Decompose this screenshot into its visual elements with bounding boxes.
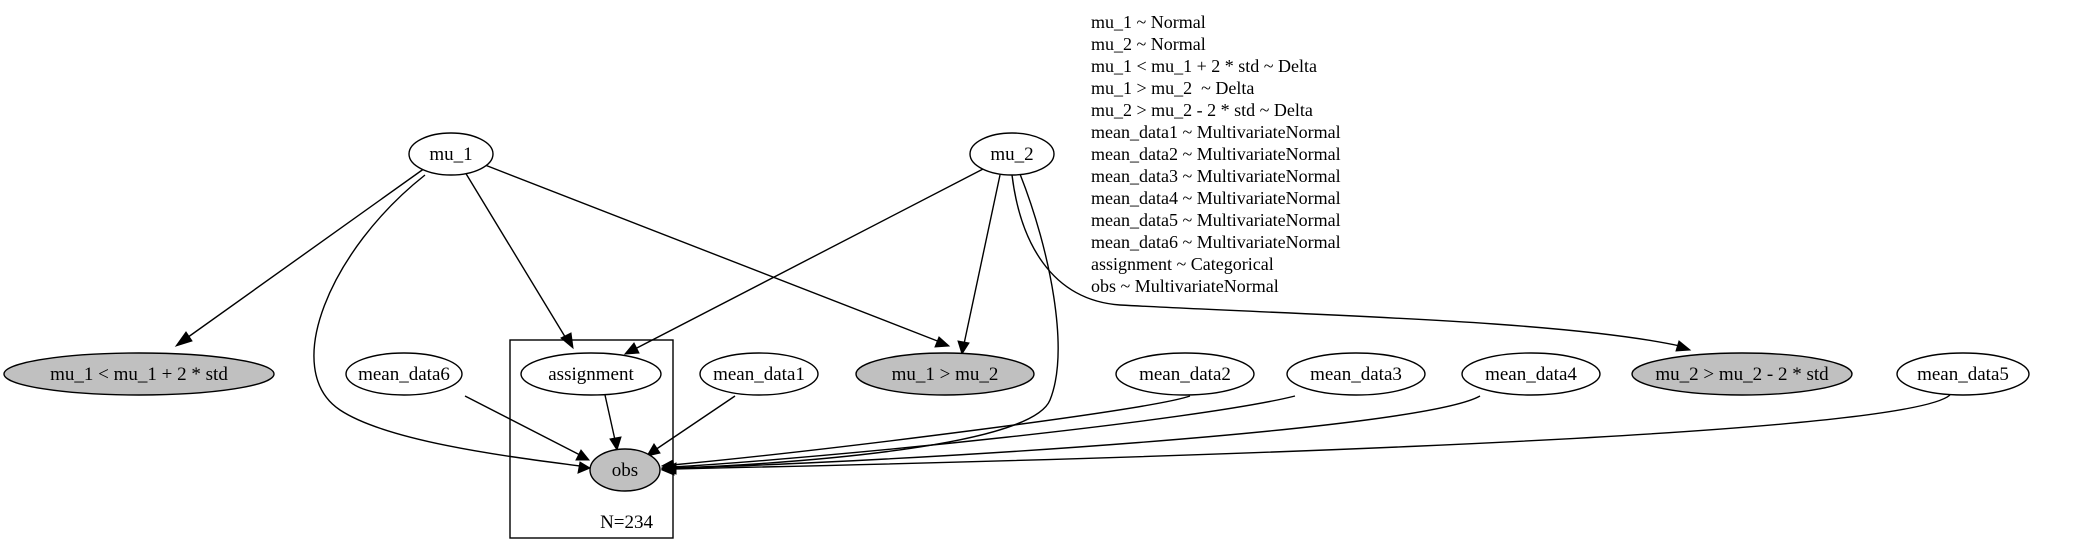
node-assignment[interactable]: assignment — [520, 352, 662, 396]
legend-line: mean_data1 ~ MultivariateNormal — [1091, 122, 1341, 142]
node-obs-shape — [589, 448, 661, 492]
node-mean_data2[interactable]: mean_data2 — [1115, 352, 1255, 396]
node-assignment-shape — [520, 352, 662, 396]
arrowhead — [575, 449, 591, 461]
node-mu_2-gt-label: mu_2 > mu_2 - 2 * std — [1655, 364, 1829, 385]
legend-line: mean_data5 ~ MultivariateNormal — [1091, 210, 1341, 230]
node-mu_1[interactable]: mu_1 — [408, 132, 494, 176]
node-mu_2-shape — [969, 132, 1055, 176]
node-obs-label: obs — [612, 460, 638, 481]
edge-mean_data1-to-obs — [654, 395, 736, 451]
arrowhead — [174, 331, 193, 347]
arrowhead — [645, 443, 661, 457]
arrowhead — [577, 461, 592, 474]
plate-label: N=234 — [600, 512, 653, 533]
arrowhead — [660, 463, 675, 476]
node-mean_data4-shape — [1461, 352, 1601, 396]
edge-mu_2-to-mu1-gt-mu2 — [963, 174, 1001, 345]
legend-line: mu_1 < mu_1 + 2 * std ~ Delta — [1091, 56, 1317, 76]
node-mu_1-shape — [408, 132, 494, 176]
arrowhead — [609, 436, 622, 452]
edge-mu_1-to-obs — [313, 174, 581, 467]
edge-mean_data3-to-obs — [671, 395, 1296, 468]
node-mean_data4-label: mean_data4 — [1485, 364, 1577, 385]
node-mean_data6-label: mean_data6 — [358, 364, 450, 385]
legend-line: mu_2 > mu_2 - 2 * std ~ Delta — [1091, 100, 1313, 120]
node-mu_1-gt-mu_2-shape — [855, 352, 1035, 396]
node-mean_data3-label: mean_data3 — [1310, 364, 1402, 385]
node-mean_data3[interactable]: mean_data3 — [1286, 352, 1426, 396]
node-mean_data1-shape — [699, 352, 819, 396]
node-mean_data4[interactable]: mean_data4 — [1461, 352, 1601, 396]
node-assignment-label: assignment — [548, 364, 634, 385]
legend-line: mu_2 ~ Normal — [1091, 34, 1206, 54]
node-mu_2-gt[interactable]: mu_2 > mu_2 - 2 * std — [1631, 352, 1853, 396]
legend-line: mu_1 ~ Normal — [1091, 12, 1206, 32]
node-mu_1-lt-label: mu_1 < mu_1 + 2 * std — [50, 364, 228, 385]
node-mean_data6[interactable]: mean_data6 — [345, 352, 463, 396]
edge-mean_data2-to-obs — [671, 395, 1191, 466]
arrowhead — [934, 336, 951, 348]
node-mean_data5-label: mean_data5 — [1917, 364, 2009, 385]
edge-mean_data6-to-obs — [464, 395, 581, 456]
distribution-legend: mu_1 ~ Normal mu_2 ~ Normal mu_1 < mu_1 … — [1091, 12, 1341, 296]
node-mu_2-label: mu_2 — [990, 144, 1033, 165]
node-mean_data5-shape — [1896, 352, 2030, 396]
node-mu_2[interactable]: mu_2 — [969, 132, 1055, 176]
edge-mean_data4-to-obs — [671, 395, 1481, 469]
node-mean_data2-label: mean_data2 — [1139, 364, 1231, 385]
node-obs[interactable]: obs — [589, 448, 661, 492]
arrowhead — [1675, 340, 1692, 352]
node-mu_2-gt-shape — [1631, 352, 1853, 396]
edge-assignment-to-obs — [604, 394, 616, 441]
node-mu_1-lt-shape — [3, 352, 275, 396]
legend-line: assignment ~ Categorical — [1091, 254, 1274, 274]
edge-mean_data5-to-obs — [671, 394, 1951, 470]
arrowhead — [957, 340, 970, 356]
legend-line: mean_data6 ~ MultivariateNormal — [1091, 232, 1341, 252]
edges — [174, 164, 1951, 476]
node-mu_1-label: mu_1 — [429, 144, 472, 165]
plate-box — [509, 339, 674, 539]
edge-mu_1-to-mu_1-lt — [183, 167, 426, 341]
edge-mu_2-to-obs — [674, 173, 1059, 469]
legend-line: mean_data2 ~ MultivariateNormal — [1091, 144, 1341, 164]
edge-mu_1-to-mu1-gt-mu2 — [484, 164, 941, 343]
node-mean_data5[interactable]: mean_data5 — [1896, 352, 2030, 396]
legend-line: obs ~ MultivariateNormal — [1091, 276, 1279, 296]
edge-mu_1-to-assignment — [464, 171, 568, 341]
arrowhead — [623, 342, 640, 355]
node-mean_data2-shape — [1115, 352, 1255, 396]
arrowhead — [560, 332, 574, 350]
node-mean_data3-shape — [1286, 352, 1426, 396]
node-mu_1-lt[interactable]: mu_1 < mu_1 + 2 * std — [3, 352, 275, 396]
node-mean_data1[interactable]: mean_data1 — [699, 352, 819, 396]
edge-mu_2-to-mu2-gt — [1011, 174, 1681, 347]
node-mu_1-gt-mu_2[interactable]: mu_1 > mu_2 — [855, 352, 1035, 396]
legend-line: mu_1 > mu_2 ~ Delta — [1091, 78, 1254, 98]
node-mean_data1-label: mean_data1 — [713, 364, 805, 385]
legend-line: mean_data3 ~ MultivariateNormal — [1091, 166, 1341, 186]
legend-line: mean_data4 ~ MultivariateNormal — [1091, 188, 1341, 208]
node-mean_data6-shape — [345, 352, 463, 396]
edge-mu_2-to-assignment — [632, 167, 986, 351]
node-mu_1-gt-mu_2-label: mu_1 > mu_2 — [892, 364, 999, 385]
